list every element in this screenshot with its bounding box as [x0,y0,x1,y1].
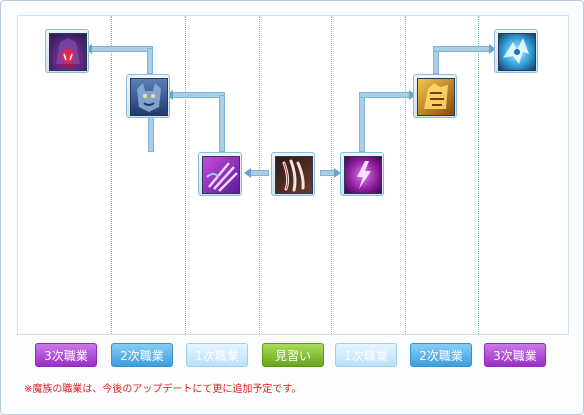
job-icon-purple-lightning[interactable] [340,152,384,196]
arrow-right-icon [489,44,496,54]
job-icon-claw-slash[interactable] [271,152,315,196]
tree-connector [433,46,491,52]
update-note: ※魔族の職業は、今後のアップデートにて更に追加予定です。 [24,384,302,395]
tab-1st-job-left[interactable]: 1次職業 [186,343,248,367]
arrow-right-icon [334,168,341,178]
purple-claw-icon [202,156,240,194]
job-icon-golden-beast[interactable] [413,74,457,118]
column-divider [405,16,406,334]
column-divider [478,16,479,334]
demon-beast-icon [49,33,87,71]
tree-connector [147,48,153,74]
golden-beast-icon [417,78,455,116]
tab-2nd-job-right[interactable]: 2次職業 [410,343,472,367]
tab-apprentice[interactable]: 見習い [262,343,324,367]
ice-dragon-icon [498,33,536,71]
tree-connector [172,92,225,98]
tree-connector [359,95,365,152]
gargoyle-icon [130,78,168,116]
job-level-tabs: 3次職業 2次職業 1次職業 見習い 1次職業 2次職業 3次職業 [0,343,584,367]
tab-3rd-job-left[interactable]: 3次職業 [35,343,97,367]
tree-connector [359,92,411,98]
tree-connector [90,46,153,52]
job-icon-ice-dragon[interactable] [494,29,538,73]
arrow-right-icon [409,90,416,100]
column-divider [111,16,112,334]
tree-connector [219,95,225,152]
tab-2nd-job-left[interactable]: 2次職業 [111,343,173,367]
tab-1st-job-right[interactable]: 1次職業 [335,343,397,367]
tree-connector [249,170,269,176]
column-divider [185,16,186,334]
job-icon-demon-beast[interactable] [45,29,89,73]
job-icon-gargoyle[interactable] [126,74,170,118]
arrow-left-icon [244,168,251,178]
claw-slash-icon [275,156,313,194]
tab-3rd-job-right[interactable]: 3次職業 [484,343,546,367]
job-icon-purple-claw[interactable] [198,152,242,196]
purple-lightning-icon [344,156,382,194]
